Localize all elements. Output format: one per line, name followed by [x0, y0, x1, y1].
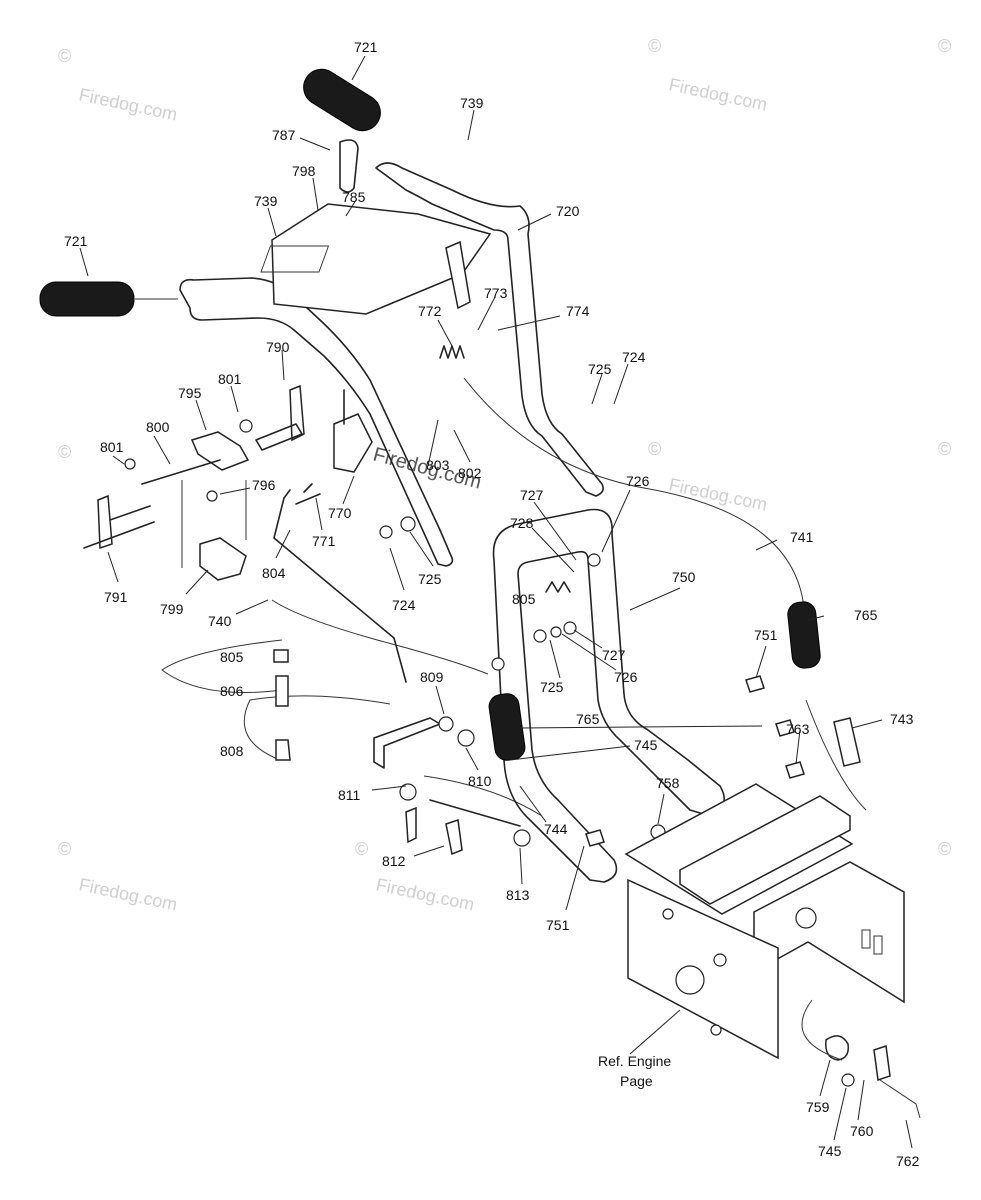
callout-label: 727 — [602, 647, 626, 663]
lever-811 — [373, 717, 441, 769]
watermark-group: © Firedog.com © Firedog.com © © © Firedo… — [58, 36, 951, 915]
callout-label: 725 — [418, 571, 442, 587]
callout-label: 726 — [614, 669, 638, 685]
callout-label: 805 — [220, 649, 244, 665]
callout-label: 740 — [208, 613, 232, 629]
callout-label: 765 — [576, 711, 600, 727]
callout-label: 724 — [622, 349, 646, 365]
callout-label: 744 — [544, 821, 568, 837]
watermark-copyright-4: © — [58, 442, 71, 462]
callout-label: 725 — [588, 361, 612, 377]
callout-label: 762 — [896, 1153, 920, 1169]
upper-handle-assembly — [39, 68, 604, 567]
cable-741 — [463, 377, 805, 609]
watermark-copyright-3: © — [938, 36, 951, 56]
callout-label: 727 — [520, 487, 544, 503]
leader-lines — [79, 55, 913, 1149]
callout-label: 745 — [818, 1143, 842, 1159]
callout-label: 806 — [220, 683, 244, 699]
watermark-copyright-1: © — [58, 46, 71, 66]
ref-engine-line-2: Page — [620, 1073, 653, 1089]
callout-label: 720 — [556, 203, 580, 219]
grip-721-top — [303, 68, 381, 132]
callout-label: 728 — [510, 515, 534, 531]
watermark-7: Firedog.com — [77, 874, 179, 914]
callout-label: 758 — [656, 775, 680, 791]
callout-label: 804 — [262, 565, 286, 581]
callout-label: 763 — [786, 721, 810, 737]
callout-label: 774 — [566, 303, 590, 319]
watermark-8: Firedog.com — [374, 874, 476, 914]
grip-721-left — [39, 281, 135, 317]
watermark-1: Firedog.com — [77, 84, 179, 124]
spring-772 — [439, 345, 465, 359]
callout-label: 741 — [790, 529, 814, 545]
callout-label: 745 — [634, 737, 658, 753]
callout-label: 750 — [672, 569, 696, 585]
callout-label: 812 — [382, 853, 406, 869]
callout-label: 787 — [272, 127, 296, 143]
callout-label: 743 — [890, 711, 914, 727]
left-bracket-parts — [83, 384, 305, 581]
callout-label: 760 — [850, 1123, 874, 1139]
watermark-copyright-9: © — [938, 839, 951, 859]
callout-labels: 721 739 787 798 785 720 739 721 773 774 … — [64, 39, 920, 1169]
callout-label: 810 — [468, 773, 492, 789]
callout-label: 801 — [100, 439, 124, 455]
callout-label: 726 — [626, 473, 650, 489]
callout-label: 773 — [484, 285, 508, 301]
callout-label: 724 — [392, 597, 416, 613]
callout-label: 805 — [512, 591, 536, 607]
callout-label: 770 — [328, 505, 352, 521]
callout-label: 790 — [266, 339, 290, 355]
callout-label: 802 — [458, 465, 482, 481]
grip-765-left — [488, 693, 526, 761]
callout-label: 721 — [354, 39, 378, 55]
callout-label: 721 — [64, 233, 88, 249]
callout-label: 772 — [418, 303, 442, 319]
callout-label: 765 — [854, 607, 878, 623]
callout-label: 809 — [420, 669, 444, 685]
callout-label: 771 — [312, 533, 336, 549]
callout-label: 811 — [338, 787, 361, 803]
watermark-2: Firedog.com — [667, 74, 769, 114]
ref-engine-note: Ref. Engine Page — [598, 1053, 671, 1089]
rod-804 — [273, 489, 407, 683]
watermark-copyright-7: © — [58, 839, 71, 859]
callout-label: 759 — [806, 1099, 830, 1115]
callout-label: 803 — [426, 457, 450, 473]
callout-label: 799 — [160, 601, 184, 617]
engine-plate — [624, 783, 905, 1060]
watermark-copyright-2: © — [648, 36, 661, 56]
watermark-copyright-8: © — [355, 839, 368, 859]
callout-label: 739 — [254, 193, 278, 209]
watermark-copyright-6: © — [938, 439, 951, 459]
callout-label: 798 — [292, 163, 316, 179]
callout-label: 791 — [104, 589, 128, 605]
callout-label: 751 — [754, 627, 778, 643]
grip-765-right — [787, 601, 821, 669]
callout-label: 801 — [218, 371, 242, 387]
callout-label: 813 — [506, 887, 530, 903]
callout-label: 796 — [252, 477, 276, 493]
ref-engine-line-1: Ref. Engine — [598, 1053, 671, 1069]
callout-label: 800 — [146, 419, 170, 435]
callout-label: 795 — [178, 385, 202, 401]
callout-label: 751 — [546, 917, 570, 933]
callout-label: 725 — [540, 679, 564, 695]
watermark-copyright-5: © — [648, 439, 661, 459]
callout-label: 808 — [220, 743, 244, 759]
callout-label: 785 — [342, 189, 366, 205]
callout-label: 739 — [460, 95, 484, 111]
